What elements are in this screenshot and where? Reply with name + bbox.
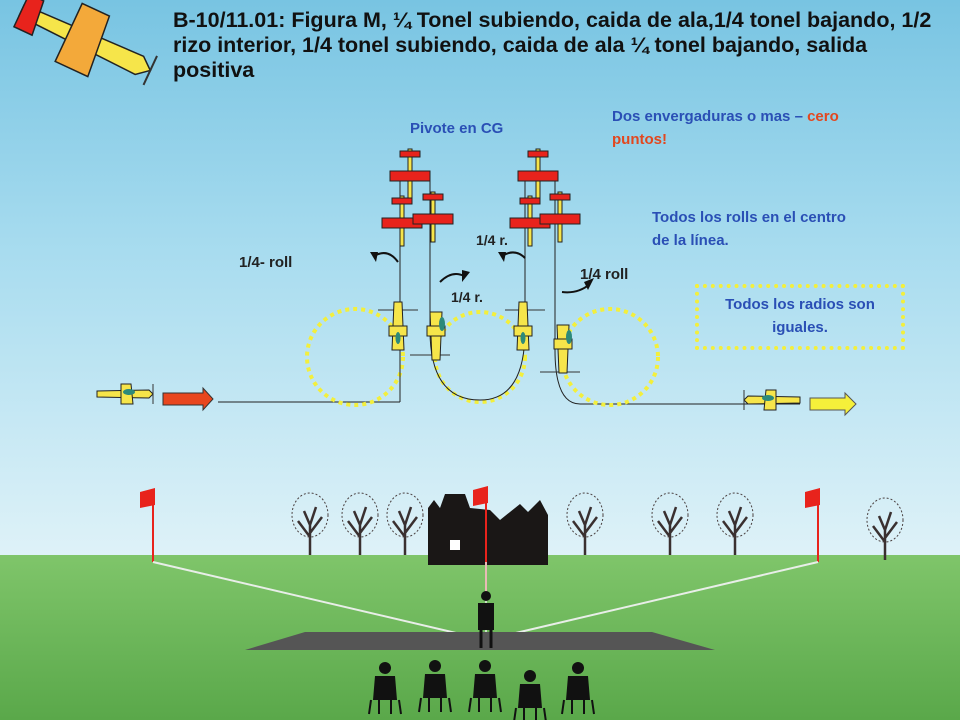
spectator-icon xyxy=(561,661,595,715)
spectator-icon xyxy=(513,669,547,720)
pivot-label: Pivote en CG xyxy=(410,120,504,137)
tree-icon xyxy=(715,491,755,557)
roll-mid-label: 1/4 r. xyxy=(451,289,483,305)
aerobatic-plane-icon xyxy=(517,148,559,200)
tree-icon xyxy=(650,491,690,557)
roll-left-label: 1/4- roll xyxy=(239,254,293,271)
spans-note-red-2: puntos! xyxy=(612,131,667,148)
aerobatic-plane-icon xyxy=(743,389,801,411)
tree-icon xyxy=(565,491,605,557)
tree-icon xyxy=(865,496,905,562)
red-flag-icon xyxy=(805,488,820,562)
sky-background xyxy=(0,0,960,560)
tree-icon xyxy=(385,491,425,557)
aerobatic-plane-icon xyxy=(388,301,408,351)
aerobatic-plane-icon xyxy=(513,301,533,351)
aerobatic-plane-icon xyxy=(96,383,154,405)
castle-icon xyxy=(428,494,548,565)
page-title: B-10/11.01: Figura M, ¼ Tonel subiendo, … xyxy=(173,8,932,82)
center-note: Todos los rolls en el centro de la línea… xyxy=(652,209,846,249)
spans-note: Dos envergaduras o mas – cero puntos! xyxy=(612,105,942,151)
spectator-icon xyxy=(368,661,402,715)
tree-icon xyxy=(340,491,380,557)
aerobatic-plane-icon xyxy=(412,191,454,243)
aerobatic-plane-icon xyxy=(539,191,581,243)
aerobatic-plane-icon xyxy=(553,324,573,374)
aerobatic-plane-icon xyxy=(12,0,158,86)
entry-arrow xyxy=(162,386,214,412)
spans-note-red-1: cero xyxy=(807,108,839,125)
loop-middle xyxy=(433,310,527,404)
roll-right-label: 1/4 roll xyxy=(580,266,629,283)
exit-arrow xyxy=(809,391,857,417)
loop-right xyxy=(560,307,660,407)
radii-note: Todos los radios son iguales. xyxy=(725,296,875,336)
spectator-icon xyxy=(468,659,502,713)
roll-top-label: 1/4 r. xyxy=(476,232,508,248)
tree-icon xyxy=(290,491,330,557)
loop-left xyxy=(305,307,405,407)
pilot-icon xyxy=(478,591,494,648)
red-flag-icon xyxy=(140,488,155,562)
spans-note-blue: Dos envergaduras o mas – xyxy=(612,108,803,125)
spectator-icon xyxy=(418,659,452,713)
aerobatic-plane-icon xyxy=(389,148,431,200)
radii-note-box: Todos los radios son iguales. xyxy=(695,284,905,350)
